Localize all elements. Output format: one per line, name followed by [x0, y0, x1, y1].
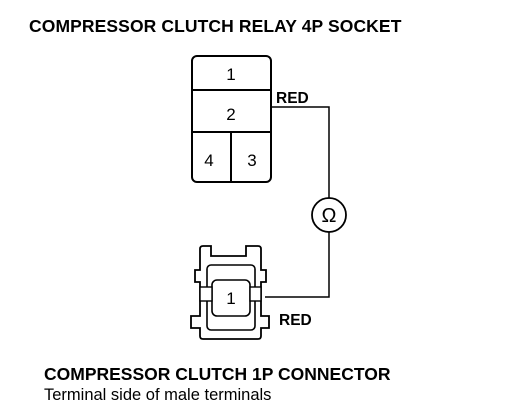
relay-4p-socket: 1 2 4 3 — [191, 55, 272, 183]
connector-1p-subtitle: Terminal side of male terminals — [44, 386, 272, 404]
socket-terminal-2: 2 — [226, 105, 235, 124]
connector-latch-right — [249, 286, 262, 302]
wire-top — [271, 106, 330, 198]
relay-socket-title: COMPRESSOR CLUTCH RELAY 4P SOCKET — [29, 16, 402, 36]
connector-1p: 1 — [190, 245, 270, 340]
wire-bottom-label: RED — [279, 312, 312, 329]
connector-terminal-1: 1 — [226, 289, 235, 308]
connector-latch-left — [199, 286, 213, 302]
ohm-icon: Ω — [322, 205, 337, 227]
wire-bottom — [265, 232, 330, 298]
ohmmeter: Ω — [311, 197, 347, 233]
socket-terminal-4: 4 — [204, 151, 213, 170]
wire-top-label: RED — [276, 90, 309, 107]
socket-terminal-1: 1 — [226, 65, 235, 84]
socket-terminal-3: 3 — [247, 151, 256, 170]
connector-1p-title: COMPRESSOR CLUTCH 1P CONNECTOR — [44, 364, 391, 384]
